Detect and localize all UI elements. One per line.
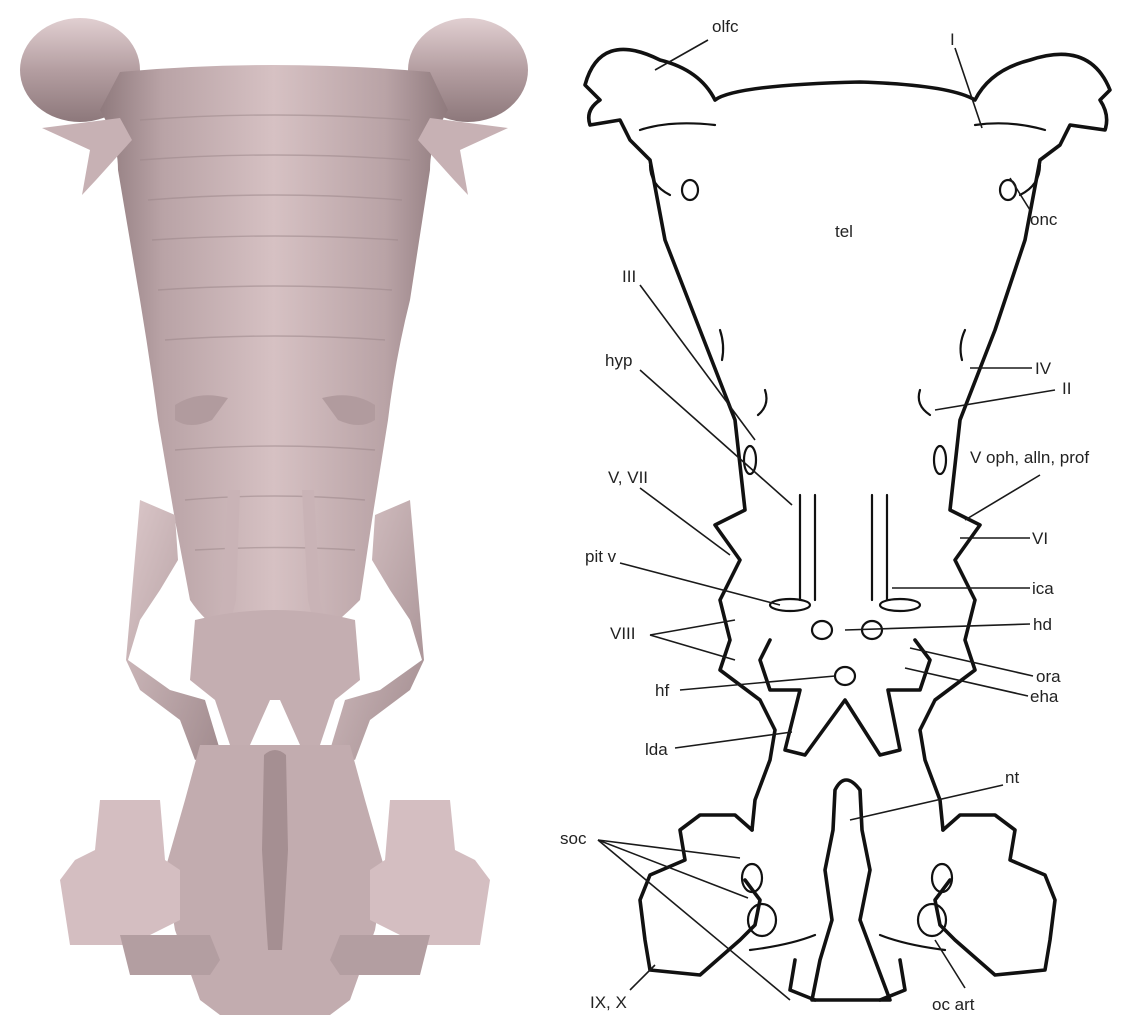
label-nt: nt: [1005, 768, 1019, 787]
label-tel: tel: [835, 222, 853, 241]
label-V-VII: V, VII: [608, 468, 648, 487]
label-VI: VI: [1032, 529, 1048, 548]
label-pit-v: pit v: [585, 547, 617, 566]
right-occipital-block: [370, 800, 490, 945]
left-occipital-block: [60, 800, 180, 945]
skull-3d-model: [20, 18, 528, 1015]
drawing-outline: [585, 49, 1110, 830]
label-lda: lda: [645, 740, 668, 759]
label-soc: soc: [560, 829, 587, 848]
label-IX-X: IX, X: [590, 993, 627, 1012]
label-VIII: VIII: [610, 624, 636, 643]
skull-line-drawing: [585, 49, 1110, 1000]
label-olfc: olfc: [712, 17, 739, 36]
label-IV: IV: [1035, 359, 1052, 378]
label-ica: ica: [1032, 579, 1054, 598]
label-hd: hd: [1033, 615, 1052, 634]
label-ora: ora: [1036, 667, 1061, 686]
label-I: I: [950, 30, 955, 49]
label-hf: hf: [655, 681, 669, 700]
label-II: II: [1062, 379, 1071, 398]
right-anterior-process: [418, 118, 508, 195]
label-V-oph: V oph, alln, prof: [970, 448, 1089, 467]
basal-plate: [190, 610, 360, 745]
label-III: III: [622, 267, 636, 286]
label-onc: onc: [1030, 210, 1058, 229]
label-hyp: hyp: [605, 351, 632, 370]
label-oc-art: oc art: [932, 995, 975, 1014]
label-eha: eha: [1030, 687, 1059, 706]
